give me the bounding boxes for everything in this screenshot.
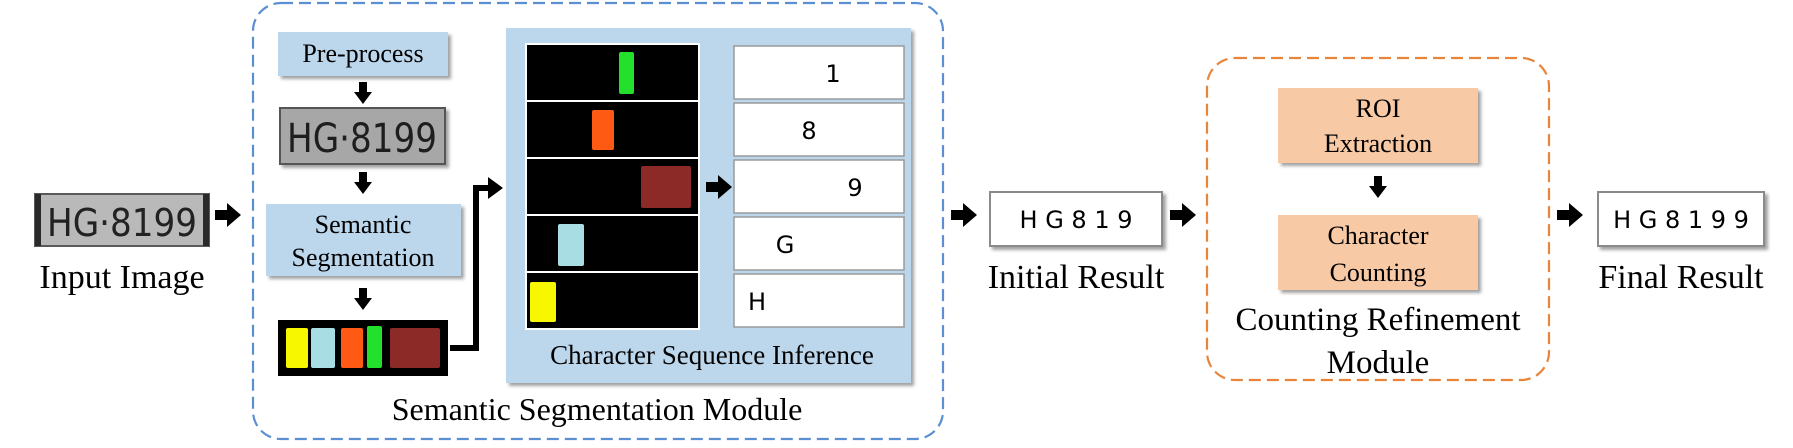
character-counting-label-line1: Character <box>1327 221 1428 250</box>
semantic-segmentation-module-label: Semantic Segmentation Module <box>392 391 803 427</box>
preprocess-box <box>278 32 448 76</box>
initial-result-text: H G 8 1 9 <box>1020 206 1133 234</box>
roi-extraction-box <box>1278 88 1478 163</box>
arrow-down-icon <box>354 172 372 194</box>
character-masks-column <box>525 43 700 330</box>
arrow-down-icon <box>354 82 372 104</box>
arrow-down-icon <box>354 288 372 310</box>
semantic-segmentation-label-line2: Segmentation <box>292 243 435 272</box>
counting-refinement-module-label-line1: Counting Refinement <box>1235 302 1520 338</box>
semantic-segmentation-module-frame <box>251 1 945 441</box>
sequence-output-text: 1 <box>825 60 840 88</box>
sequence-output-cell <box>733 273 905 328</box>
counting-refinement-module-label-line2: Module <box>1327 345 1430 381</box>
initial-result-label: Initial Result <box>988 259 1165 296</box>
final-result-label: Final Result <box>1598 259 1764 296</box>
input-plate-image: HG·8199 <box>34 193 210 247</box>
semantic-segmentation-label-line1: Semantic <box>315 210 412 239</box>
semantic-segmentation-box <box>266 204 461 276</box>
preprocessed-plate-text: HG·8199 <box>287 116 437 162</box>
character-sequence-inference-label: Character Sequence Inference <box>550 340 874 370</box>
sequence-output-cell <box>733 216 905 271</box>
input-plate-text: HG·8199 <box>47 201 197 245</box>
arrow-down-icon <box>1369 176 1387 198</box>
character-counting-box <box>1278 215 1478 290</box>
arrow-right-icon <box>1557 203 1583 227</box>
preprocess-label: Pre-process <box>302 39 423 68</box>
sequence-output-text: 9 <box>847 174 862 202</box>
input-image-label: Input Image <box>39 259 204 296</box>
sequence-output-text: H <box>748 288 766 316</box>
sequence-output-text: G <box>776 231 795 259</box>
roi-extraction-label-line2: Extraction <box>1324 129 1432 158</box>
initial-result-box <box>989 191 1163 247</box>
character-counting-label-line2: Counting <box>1330 258 1427 287</box>
arrow-right-icon <box>1170 203 1196 227</box>
final-result-box <box>1597 191 1765 247</box>
connector-arrowhead-icon <box>488 177 503 199</box>
sequence-outputs-column: 1 8 9 G H <box>733 45 905 328</box>
connector-line <box>450 185 490 351</box>
segmentation-map-image <box>278 320 448 376</box>
arrow-right-icon <box>215 203 241 227</box>
roi-extraction-label-line1: ROI <box>1356 94 1401 123</box>
sequence-output-text: 8 <box>801 117 816 145</box>
counting-refinement-module-frame <box>1205 56 1551 382</box>
arrow-right-icon <box>951 203 977 227</box>
sequence-output-cell <box>733 45 905 100</box>
sequence-output-cell <box>733 159 905 214</box>
final-result-text: H G 8 1 9 9 <box>1613 206 1749 234</box>
preprocessed-plate-image: HG·8199 <box>279 107 446 165</box>
sequence-output-cell <box>733 102 905 157</box>
